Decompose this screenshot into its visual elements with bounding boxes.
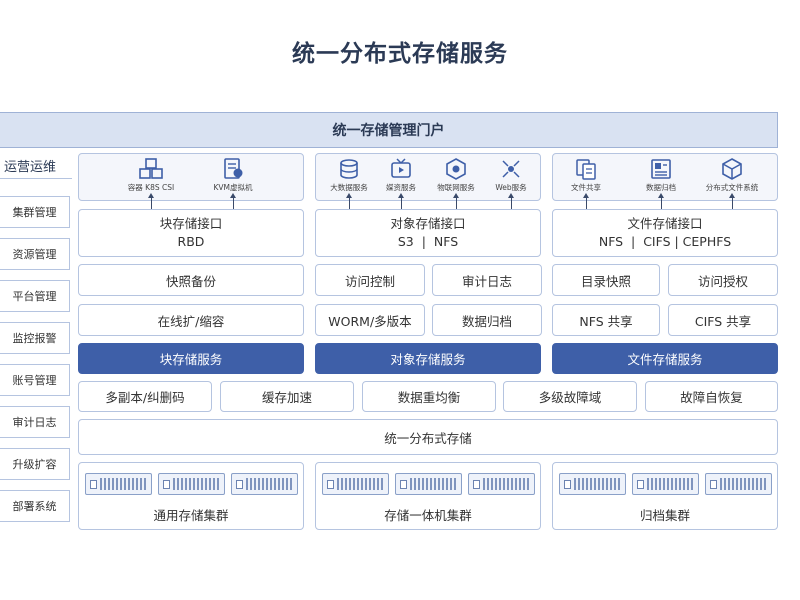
arrow-up-icon xyxy=(453,193,459,209)
dfs-client: 分布式文件系统 xyxy=(694,158,770,193)
archive-client-label: 数据归档 xyxy=(646,183,676,192)
database-icon xyxy=(340,159,358,179)
feature-snapshot-backup: 快照备份 xyxy=(78,264,304,296)
appliance-storage-cluster: 存储一体机集群 xyxy=(315,462,541,530)
media-client: 媒资服务 xyxy=(376,158,426,193)
fileshare-client: 文件共享 xyxy=(560,158,612,193)
capability-replica-ec: 多副本/纠删码 xyxy=(78,381,212,412)
arrow-up-icon xyxy=(508,193,514,209)
capability-fault-domain: 多级故障域 xyxy=(503,381,637,412)
cluster-label: 归档集群 xyxy=(639,508,690,523)
container-cubes-icon xyxy=(139,158,163,179)
fileshare-client-label: 文件共享 xyxy=(571,183,601,192)
feature-access-auth: 访问授权 xyxy=(668,264,778,296)
ops-item-monitor: 监控报警 xyxy=(0,322,70,354)
server-rack-icon xyxy=(705,473,772,495)
block-storage-service: 块存储服务 xyxy=(78,343,304,374)
server-rack-icon xyxy=(322,473,389,495)
media-client-label: 媒资服务 xyxy=(386,183,416,192)
iot-client: 物联网服务 xyxy=(428,158,484,193)
block-interface: 块存储接口 RBD xyxy=(78,209,304,257)
vm-document-icon xyxy=(224,158,243,179)
ops-item-platform: 平台管理 xyxy=(0,280,70,312)
arrow-up-icon xyxy=(658,193,664,209)
tv-icon xyxy=(391,158,411,178)
arrow-up-icon xyxy=(346,193,352,209)
object-interface: 对象存储接口 S3 | NFS xyxy=(315,209,541,257)
file-storage-service: 文件存储服务 xyxy=(552,343,778,374)
file-interface-name: 文件存储接口 xyxy=(627,216,703,231)
feature-data-archive: 数据归档 xyxy=(432,304,542,336)
arrow-up-icon xyxy=(230,193,236,209)
server-rack-icon xyxy=(85,473,152,495)
arrow-up-icon xyxy=(583,193,589,209)
arrow-up-icon xyxy=(148,193,154,209)
cluster-label: 通用存储集群 xyxy=(153,508,229,523)
bigdata-client-label: 大数据服务 xyxy=(330,183,368,192)
feature-online-resize: 在线扩/缩容 xyxy=(78,304,304,336)
ops-item-resource: 资源管理 xyxy=(0,238,70,270)
feature-access-control: 访问控制 xyxy=(315,264,425,296)
kvm-client: KVM虚拟机 xyxy=(196,158,270,193)
page-title: 统一分布式存储服务 xyxy=(292,41,508,67)
server-rack-icon xyxy=(231,473,298,495)
dfs-client-label: 分布式文件系统 xyxy=(705,183,759,192)
file-share-icon xyxy=(576,159,596,180)
feature-audit-log: 审计日志 xyxy=(432,264,542,296)
cube-icon xyxy=(722,158,742,180)
web-client: Web服务 xyxy=(486,158,536,193)
iot-client-label: 物联网服务 xyxy=(437,183,475,192)
feature-worm-versioning: WORM/多版本 xyxy=(315,304,425,336)
k8s-client-label: 容器 K8S CSI xyxy=(127,183,175,192)
ops-item-cluster: 集群管理 xyxy=(0,196,70,228)
feature-dir-snapshot: 目录快照 xyxy=(552,264,660,296)
server-rack-icon xyxy=(632,473,699,495)
ops-item-upgrade: 升级扩容 xyxy=(0,448,70,480)
unified-distributed-storage: 统一分布式存储 xyxy=(78,419,778,455)
file-interface: 文件存储接口 NFS | CIFS | CEPHFS xyxy=(552,209,778,257)
server-rack-icon xyxy=(158,473,225,495)
capability-rebalance: 数据重均衡 xyxy=(362,381,496,412)
server-rack-icon xyxy=(559,473,626,495)
ops-item-account: 账号管理 xyxy=(0,364,70,396)
capability-cache: 缓存加速 xyxy=(220,381,354,412)
web-network-icon xyxy=(502,160,520,178)
archive-cluster: 归档集群 xyxy=(552,462,778,530)
bigdata-client: 大数据服务 xyxy=(322,158,376,193)
block-clients-panel xyxy=(78,153,304,201)
block-interface-name: 块存储接口 xyxy=(159,216,223,231)
ops-item-audit: 审计日志 xyxy=(0,406,70,438)
archive-card-icon xyxy=(651,159,671,179)
kvm-client-label: KVM虚拟机 xyxy=(213,183,253,192)
iot-hexagon-icon xyxy=(446,158,466,180)
server-rack-icon xyxy=(395,473,462,495)
ops-header: 运营运维 xyxy=(4,160,57,175)
ops-divider xyxy=(0,178,72,179)
cluster-label: 存储一体机集群 xyxy=(384,508,472,523)
general-storage-cluster: 通用存储集群 xyxy=(78,462,304,530)
ops-item-deploy: 部署系统 xyxy=(0,490,70,522)
arrow-up-icon xyxy=(398,193,404,209)
web-client-label: Web服务 xyxy=(495,183,527,192)
file-interface-protocols: NFS | CIFS | CEPHFS xyxy=(598,234,732,249)
feature-nfs-share: NFS 共享 xyxy=(552,304,660,336)
object-interface-protocols: S3 | NFS xyxy=(397,234,459,249)
feature-cifs-share: CIFS 共享 xyxy=(668,304,778,336)
object-interface-name: 对象存储接口 xyxy=(390,216,466,231)
capability-self-healing: 故障自恢复 xyxy=(645,381,778,412)
arrow-up-icon xyxy=(729,193,735,209)
server-rack-icon xyxy=(468,473,535,495)
management-portal-bar: 统一存储管理门户 xyxy=(0,112,778,148)
block-interface-protocols: RBD xyxy=(177,234,205,249)
object-storage-service: 对象存储服务 xyxy=(315,343,541,374)
k8s-client: 容器 K8S CSI xyxy=(112,158,190,193)
archive-client: 数据归档 xyxy=(636,158,686,193)
